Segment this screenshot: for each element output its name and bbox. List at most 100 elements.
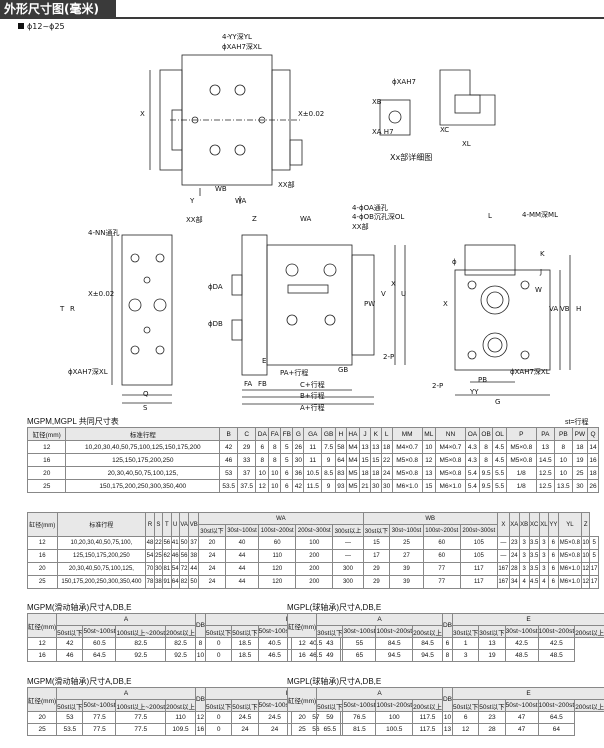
table-cell: 22	[153, 536, 164, 550]
table-cell: 48.5	[537, 649, 576, 662]
table-header: VA	[178, 512, 190, 537]
table-subheader: 100st~200st	[537, 699, 576, 712]
label-j: J	[540, 268, 543, 276]
label-xa-left: ϕXAH7深XL	[68, 368, 108, 376]
table-cell: M5	[345, 466, 361, 480]
table-header: XL	[538, 512, 549, 537]
label-va: VA	[549, 305, 559, 313]
label-xx: XX部	[278, 181, 295, 189]
label-db: ϕDB	[208, 320, 223, 328]
table-cell: 49	[316, 649, 344, 662]
label-vb: VB	[560, 305, 570, 313]
table-cell: 4.3	[465, 453, 480, 467]
table-cell: 42.5	[504, 637, 539, 650]
table-cell: 10.5	[303, 466, 323, 480]
table-cell: 10	[580, 536, 591, 550]
table-header: K	[369, 427, 382, 441]
label-x-tol: X±0.02	[298, 110, 325, 118]
table-cell: 92.5	[115, 649, 167, 662]
table-cell: 9.5	[478, 479, 494, 493]
table-cell: 5.4	[465, 466, 480, 480]
table-cell: 18.5	[231, 637, 259, 650]
table-cell: 200	[295, 562, 334, 576]
table-header: B	[219, 427, 239, 441]
table-cell: 8	[255, 453, 270, 467]
table-header: GB	[321, 427, 336, 441]
table-cell: 65	[342, 649, 377, 662]
table-cell: 77.5	[82, 723, 117, 736]
table-subheader: 50st以下	[231, 625, 259, 638]
table-cell: 5.4	[465, 479, 480, 493]
table-cell: M4	[345, 453, 361, 467]
table-cell: 30	[369, 479, 382, 493]
label-v: V	[381, 290, 386, 298]
table-cell: 70	[145, 562, 155, 576]
table-cell: 13	[441, 723, 454, 736]
table-cell: 120	[258, 562, 297, 576]
table-cell: 5.5	[492, 479, 507, 493]
table-cell: M5×0.8	[434, 466, 467, 480]
table-cell: 8	[194, 637, 207, 650]
table-cell: 7.5	[321, 440, 336, 454]
table-cell: 29	[362, 562, 391, 576]
label-s: S	[143, 404, 148, 412]
table-header: DB	[441, 687, 454, 712]
table-header: DA	[255, 427, 270, 441]
table1-note: st=行程	[565, 419, 589, 426]
table-cell: 42	[292, 479, 305, 493]
table-cell: 25	[27, 575, 58, 589]
table-cell: 117.5	[412, 711, 443, 724]
table-subheader: 30st以下	[478, 625, 506, 638]
table-header: PB	[553, 427, 573, 441]
table-cell: 30	[292, 453, 305, 467]
table-cell: 50	[178, 536, 190, 550]
table-cell: 94.5	[375, 649, 414, 662]
table-cell: —	[332, 549, 364, 563]
table-subheader: 30st以下	[198, 524, 226, 537]
table-header: MM	[391, 427, 423, 441]
table-cell: 54	[145, 549, 155, 563]
table-cell: 20	[26, 466, 67, 480]
table-cell: 34	[508, 575, 520, 589]
table-cell: 94.5	[412, 649, 443, 662]
table-cell: 11.5	[303, 479, 323, 493]
table-cell: 16	[26, 649, 58, 662]
table-cell: 10,20,30,40,50,75,100,	[56, 536, 147, 550]
table-cell: 4	[518, 575, 530, 589]
table-cell: 8.5	[321, 466, 336, 480]
table-cell: 5	[280, 440, 294, 454]
label-da: ϕDA	[208, 283, 223, 291]
table-cell: 72	[178, 562, 190, 576]
table-cell: M5×0.8	[391, 466, 423, 480]
table-cell: 100	[375, 711, 414, 724]
table-subheader: 50st~100st	[342, 699, 377, 712]
table-cell: M4×0.7	[391, 440, 423, 454]
table-subheader: 50st以下	[56, 625, 84, 638]
table-cell: 42	[219, 440, 239, 454]
table-header: 缸径(mm)	[26, 427, 67, 441]
table-header: OB	[478, 427, 494, 441]
table-cell: 125,150,175,200,250	[56, 549, 147, 563]
table-header: 缸径(mm)	[27, 512, 58, 537]
table-cell: 13	[359, 440, 371, 454]
bore-range: ϕ12~ϕ25	[18, 22, 65, 31]
table-cell: 46	[56, 649, 84, 662]
table-cell: 37	[237, 466, 257, 480]
table-cell: 20	[27, 562, 58, 576]
table-cell: 81.5	[342, 723, 377, 736]
label-r: R	[70, 305, 75, 313]
table-cell: 8	[441, 649, 454, 662]
table-cell: 77.5	[115, 723, 167, 736]
table-cell: 24.5	[231, 711, 259, 724]
table-header: WA	[198, 512, 364, 525]
label-g: G	[495, 398, 501, 406]
table-cell: 150,175,200,250,300,350,400	[65, 479, 221, 493]
end-plate	[241, 234, 268, 376]
table-cell: 18	[586, 466, 600, 480]
label-yy-right: YY	[470, 388, 479, 396]
table-cell: 77.5	[82, 711, 117, 724]
table-cell: 28	[478, 723, 506, 736]
